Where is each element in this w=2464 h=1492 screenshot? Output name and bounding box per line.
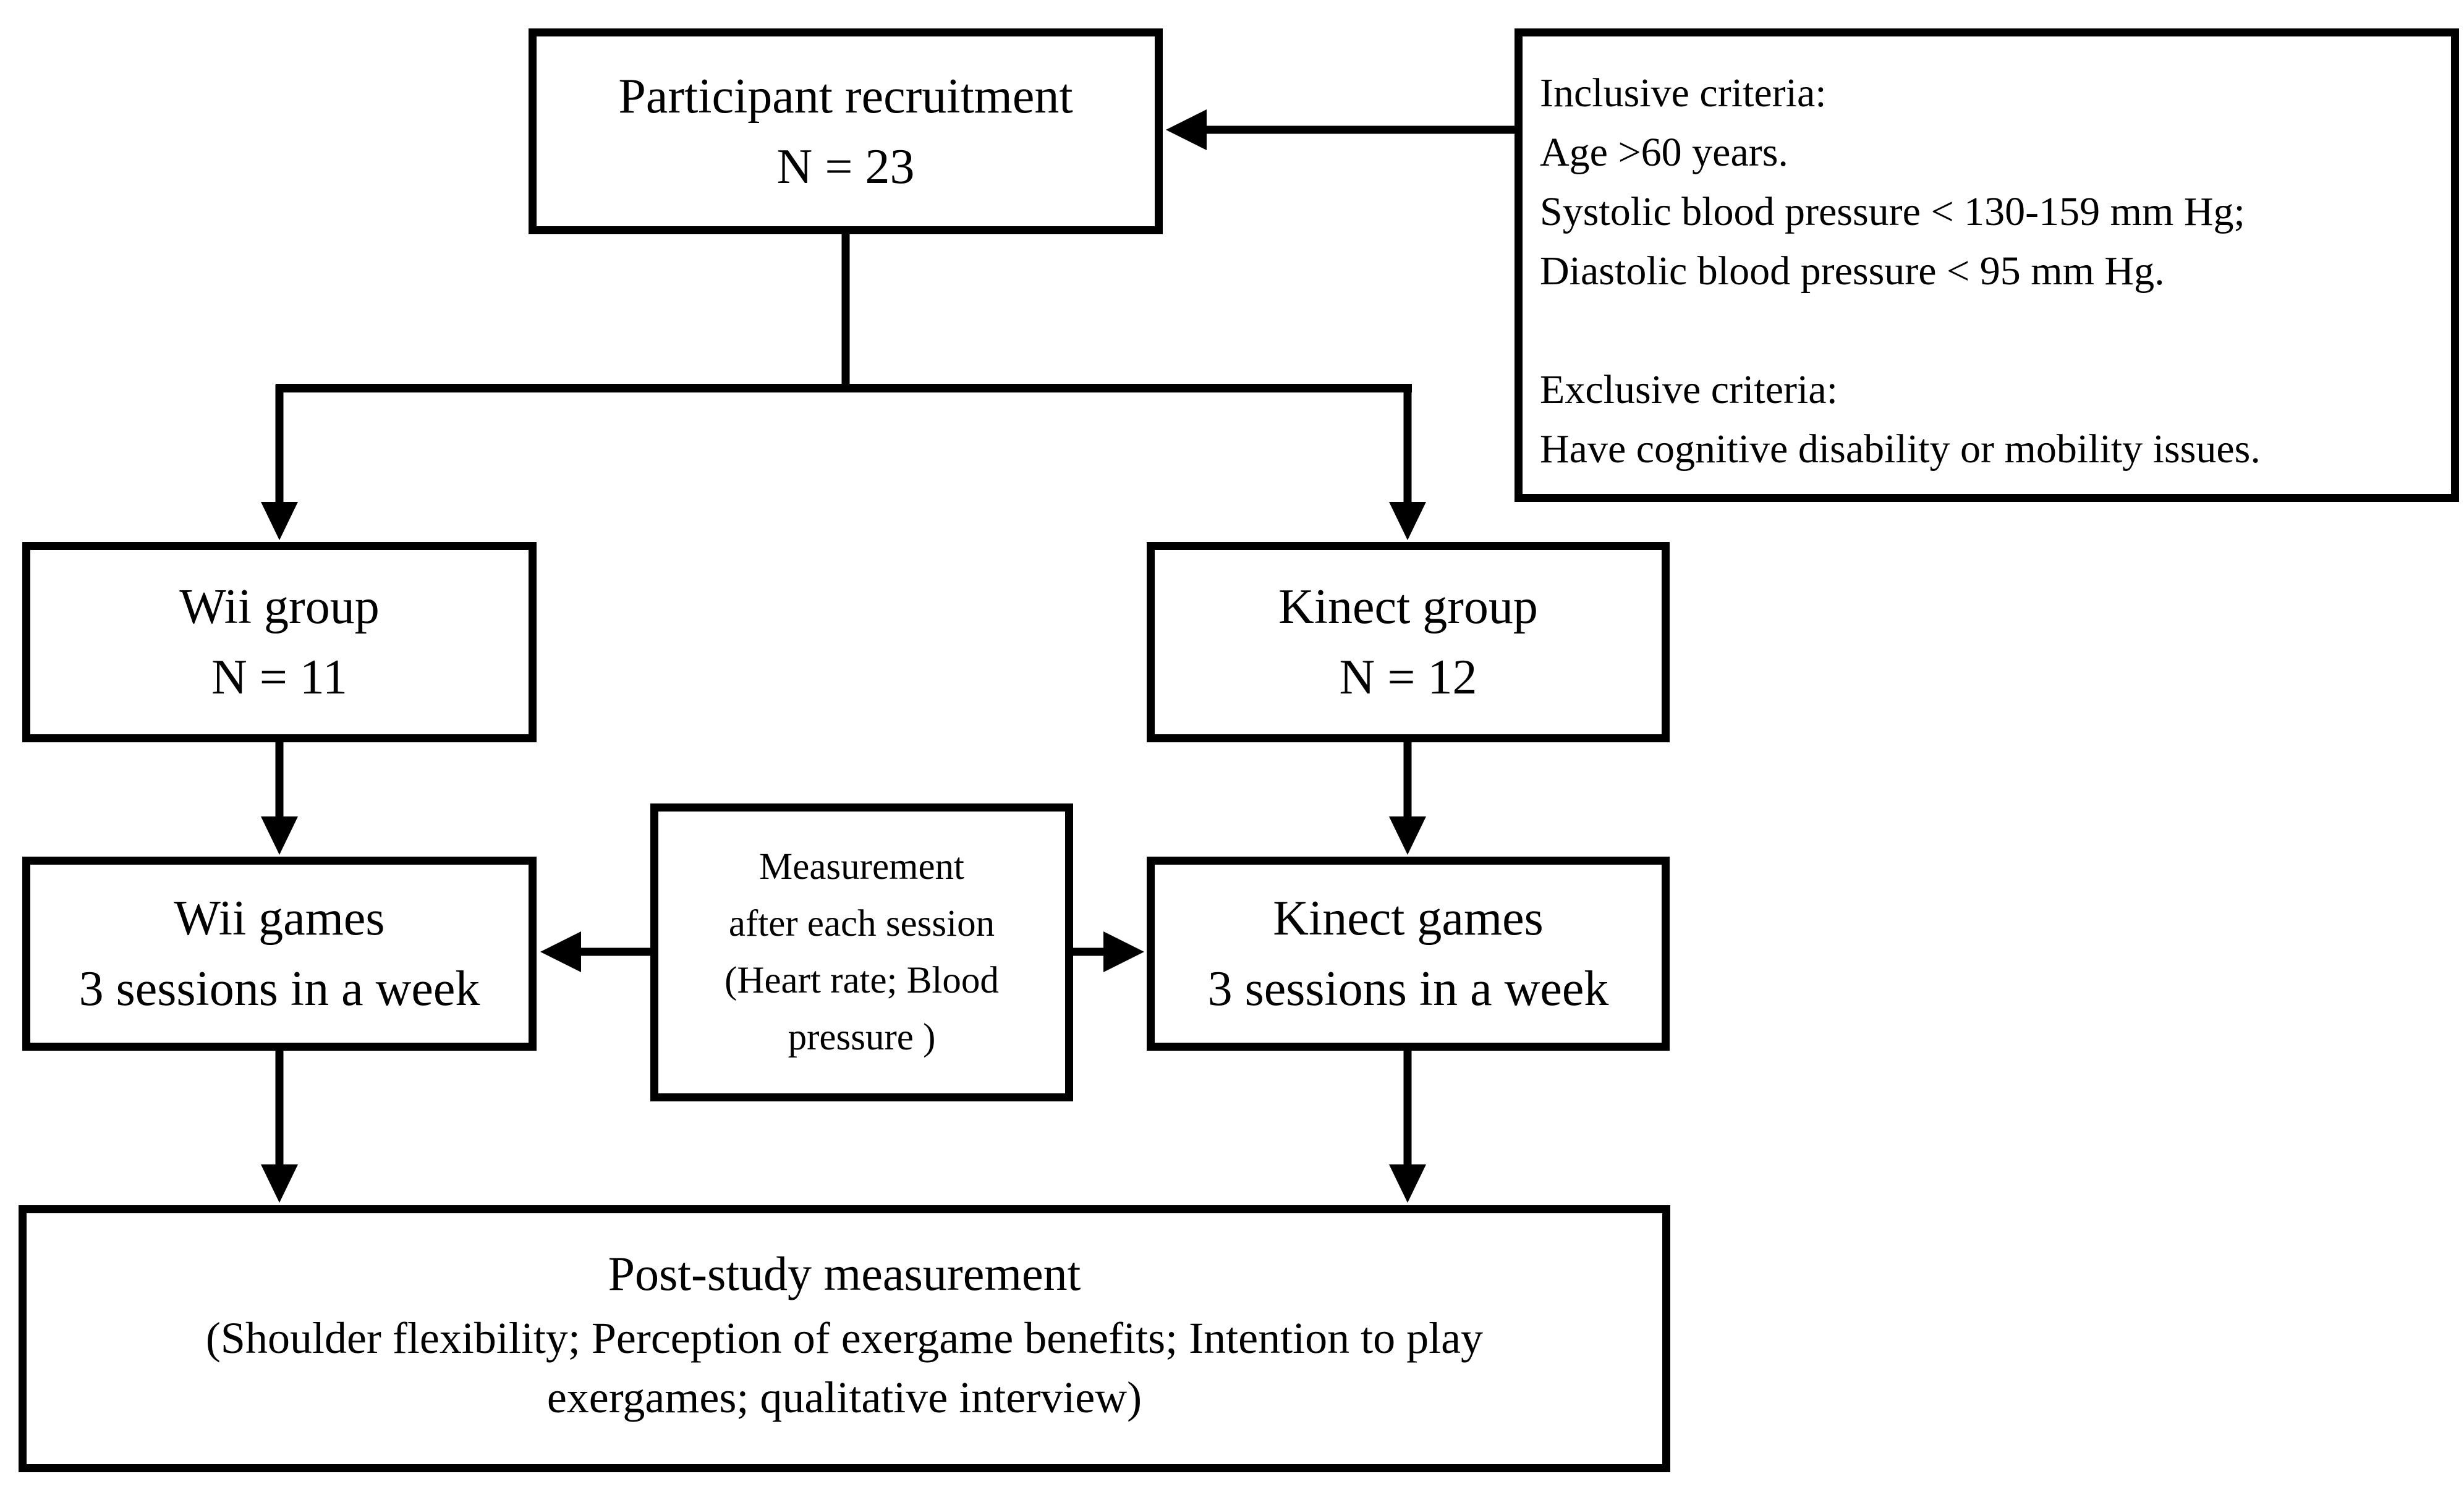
- arrow-branch-to-wii-group: [261, 384, 298, 540]
- criteria-box: Inclusive criteria: Age >60 years. Systo…: [1515, 28, 2459, 502]
- arrow-kinect-games-to-post-study: [1389, 1047, 1426, 1203]
- criteria-diastolic: Diastolic blood pressure < 95 mm Hg.: [1540, 248, 2165, 294]
- wii-group-box: Wii group N = 11: [22, 542, 537, 742]
- kinect-group-title: Kinect group: [1278, 580, 1538, 634]
- arrow-criteria-to-recruitment: [1166, 109, 1516, 150]
- criteria-exclusive-heading: Exclusive criteria:: [1540, 367, 1838, 412]
- arrow-branch-to-kinect-group: [1389, 384, 1426, 540]
- arrow-measurement-to-kinect-games: [1069, 931, 1144, 972]
- criteria-age: Age >60 years.: [1540, 130, 1788, 175]
- measurement-line-3: (Heart rate; Blood: [724, 960, 999, 1001]
- wii-games-title: Wii games: [174, 891, 385, 946]
- kinect-group-box: Kinect group N = 12: [1147, 542, 1670, 742]
- wii-games-box: Wii games 3 sessions in a week: [22, 857, 537, 1051]
- measurement-line-2: after each session: [728, 903, 995, 944]
- arrow-criteria-head-left-icon: [1166, 109, 1207, 150]
- kinect-games-title: Kinect games: [1273, 891, 1544, 946]
- arrow-measurement-head-right-icon: [1103, 931, 1144, 972]
- recruitment-count: N = 23: [776, 139, 915, 194]
- arrow-wii-group-to-wii-games: [261, 738, 298, 855]
- post-study-box: Post-study measurement (Shoulder flexibi…: [19, 1205, 1670, 1472]
- arrow-wii-games-to-post-study: [261, 1047, 298, 1203]
- wii-games-schedule: 3 sessions in a week: [79, 962, 480, 1016]
- kinect-games-box: Kinect games 3 sessions in a week: [1147, 857, 1670, 1051]
- arrow-wii-games-head-down-icon: [261, 816, 298, 855]
- recruitment-box: Participant recruitment N = 23: [529, 28, 1163, 234]
- post-study-detail-line-2: exergames; qualitative interview): [546, 1373, 1142, 1422]
- criteria-inclusive-heading: Inclusive criteria:: [1540, 70, 1827, 116]
- measurement-line-4: pressure ): [788, 1017, 936, 1058]
- kinect-games-schedule: 3 sessions in a week: [1207, 962, 1609, 1016]
- arrow-kinect-group-to-kinect-games: [1389, 738, 1426, 855]
- arrow-measurement-to-wii-games: [540, 931, 654, 972]
- arrow-wii-post-head-down-icon: [261, 1164, 298, 1203]
- criteria-systolic: Systolic blood pressure < 130-159 mm Hg;: [1540, 189, 2245, 234]
- kinect-group-count: N = 12: [1339, 650, 1477, 705]
- post-study-title: Post-study measurement: [608, 1247, 1081, 1300]
- arrow-kinect-group-head-down-icon: [1389, 502, 1426, 540]
- arrow-measurement-head-left-icon: [540, 931, 581, 972]
- arrow-kinect-games-head-down-icon: [1389, 816, 1426, 855]
- measurement-box: Measurement after each session (Heart ra…: [650, 803, 1073, 1101]
- wii-group-count: N = 11: [211, 650, 347, 705]
- post-study-detail-line-1: (Shoulder flexibility; Perception of exe…: [205, 1313, 1484, 1363]
- criteria-exclusion-item: Have cognitive disability or mobility is…: [1540, 426, 2261, 472]
- recruitment-title: Participant recruitment: [618, 69, 1073, 124]
- arrow-wii-group-head-down-icon: [261, 502, 298, 540]
- arrow-kinect-post-head-down-icon: [1389, 1164, 1426, 1203]
- wii-group-title: Wii group: [179, 580, 380, 634]
- measurement-line-1: Measurement: [759, 846, 964, 888]
